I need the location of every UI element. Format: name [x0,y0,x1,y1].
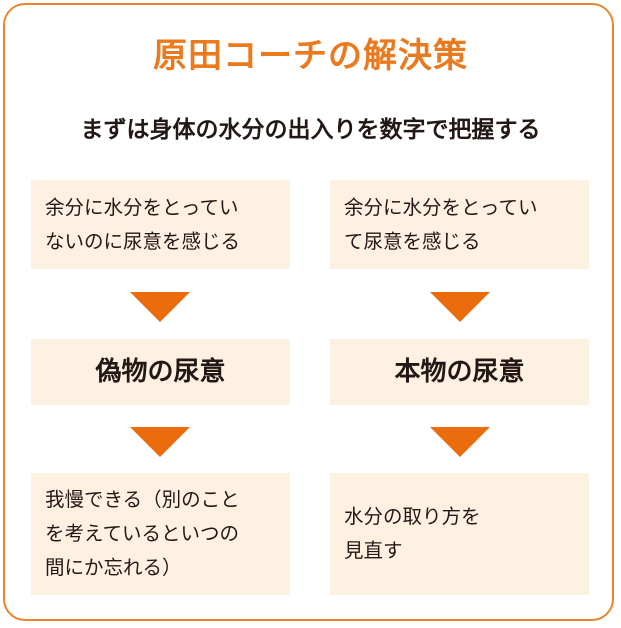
right-result-box: 本物の尿意 [330,339,589,405]
right-condition-line: て尿意を感じる [344,229,481,253]
right-arrow-down-icon [430,427,490,457]
right-arrow-down-icon [430,292,490,322]
left-arrow-down-icon [130,292,190,322]
left-result-box: 偽物の尿意 [31,339,290,405]
left-action-line: 間にか忘れる） [45,556,182,579]
diagram-subtitle: まずは身体の水分の出入りを数字で把握する [80,117,541,143]
right-action-line: 水分の取り方を [344,505,481,528]
right-condition-box: 余分に水分をとってい て尿意を感じる [330,180,589,269]
left-condition-box: 余分に水分をとってい ないのに尿意を感じる [31,180,290,269]
right-condition-line: 余分に水分をとってい [344,195,538,219]
left-condition-line: ないのに尿意を感じる [45,229,241,253]
right-action-line: 見直す [344,539,403,562]
left-action-box: 我慢できる（別のこと を考えているといつの 間にか忘れる） [31,473,290,595]
diagram-title: 原田コーチの解決策 [153,36,468,76]
left-arrow-down-icon [130,427,190,457]
left-action-line: 我慢できる（別のこと [45,488,240,511]
right-action-box: 水分の取り方を 見直す [330,473,589,595]
left-condition-line: 余分に水分をとってい [45,195,239,219]
left-action-line: を考えているといつの [45,522,240,545]
